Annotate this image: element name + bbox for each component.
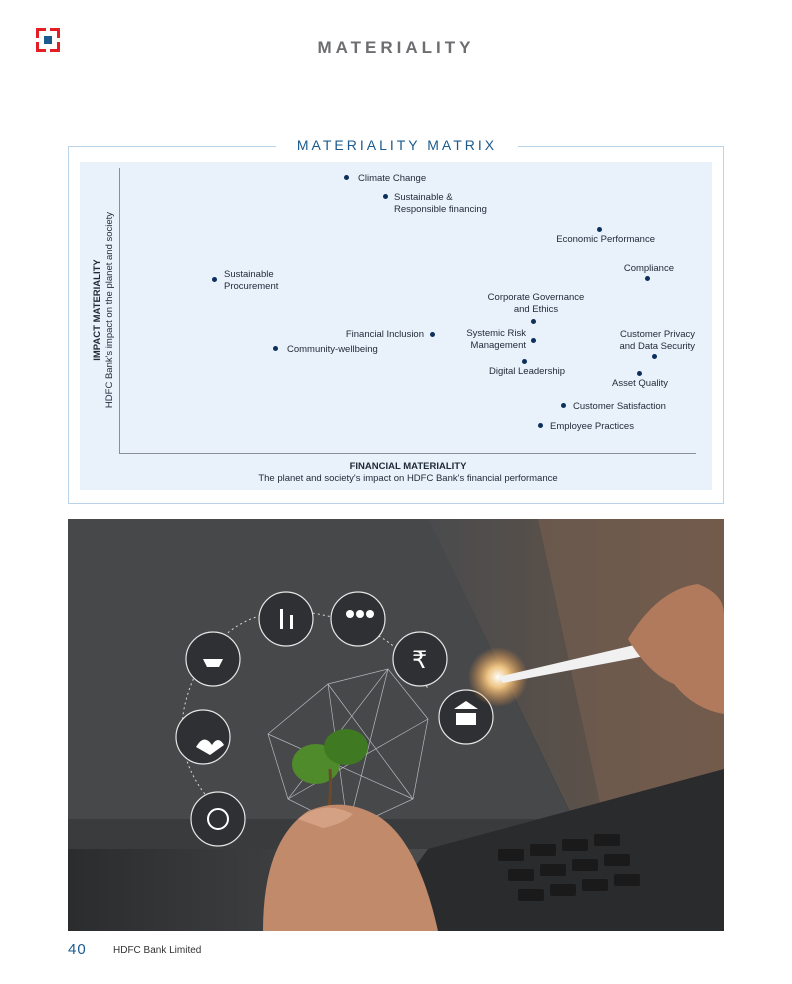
point-corporate-governance <box>531 319 536 324</box>
label-digital-leadership: Digital Leadership <box>488 366 566 377</box>
label-corporate-governance: Corporate Governance and Ethics <box>487 292 585 315</box>
point-customer-privacy <box>652 354 657 359</box>
footer-company-name: HDFC Bank Limited <box>113 945 202 956</box>
point-customer-satisfaction <box>561 403 566 408</box>
point-community-wellbeing <box>273 346 278 351</box>
matrix-title: MATERIALITY MATRIX <box>276 137 518 153</box>
label-sustainable-procurement: Sustainable Procurement <box>224 269 279 292</box>
point-financial-inclusion <box>430 332 435 337</box>
x-axis-label: FINANCIAL MATERIALITY The planet and soc… <box>120 461 696 485</box>
label-asset-quality: Asset Quality <box>612 378 668 389</box>
page-number: 40 <box>68 941 87 958</box>
x-axis-line <box>119 453 696 454</box>
label-sustainable-financing: Sustainable & Responsible financing <box>394 192 487 215</box>
svg-text:₹: ₹ <box>412 646 427 674</box>
point-systemic-risk <box>531 338 536 343</box>
page-title: MATERIALITY <box>317 38 475 57</box>
point-compliance <box>645 276 650 281</box>
hdfc-logo <box>36 28 60 52</box>
matrix-panel <box>80 162 712 490</box>
sustainability-photo: ₹ <box>68 519 724 931</box>
label-customer-satisfaction: Customer Satisfaction <box>573 401 666 412</box>
y-axis-title: IMPACT MATERIALITY <box>92 259 103 361</box>
y-axis-label: IMPACT MATERIALITY HDFC Bank's impact on… <box>92 212 116 408</box>
label-compliance: Compliance <box>623 263 674 274</box>
x-axis-title: FINANCIAL MATERIALITY <box>349 461 467 472</box>
point-asset-quality <box>637 371 642 376</box>
point-sustainable-financing <box>383 194 388 199</box>
point-climate-change <box>344 175 349 180</box>
label-economic-performance: Economic Performance <box>556 234 655 245</box>
label-systemic-risk: Systemic Risk Management <box>466 328 526 351</box>
label-community-wellbeing: Community-wellbeing <box>287 344 378 355</box>
point-sustainable-procurement <box>212 277 217 282</box>
point-employee-practices <box>538 423 543 428</box>
label-customer-privacy: Customer Privacy and Data Security <box>619 329 695 352</box>
label-employee-practices: Employee Practices <box>550 421 634 432</box>
label-financial-inclusion: Financial Inclusion <box>345 329 424 340</box>
y-axis-line <box>119 168 120 454</box>
label-climate-change: Climate Change <box>358 173 427 184</box>
point-economic-performance <box>597 227 602 232</box>
x-axis-subtitle: The planet and society's impact on HDFC … <box>258 473 558 484</box>
y-axis-subtitle: HDFC Bank's impact on the planet and soc… <box>104 211 115 409</box>
point-digital-leadership <box>522 359 527 364</box>
